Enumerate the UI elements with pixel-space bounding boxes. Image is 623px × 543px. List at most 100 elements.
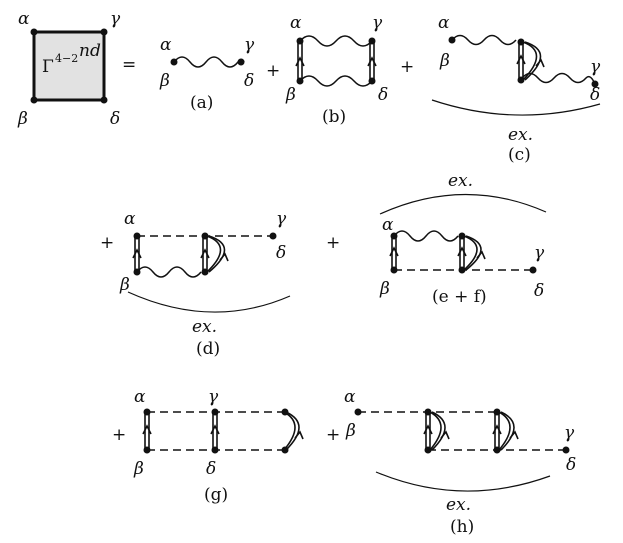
diagram-b-dot-tr (368, 37, 376, 45)
vertex-box-label-sup: 4−2 (55, 52, 78, 65)
plus-sign-1: + (266, 61, 280, 81)
box-label-gamma: γ (110, 9, 121, 29)
diagram-g-loop-1 (283, 411, 296, 451)
diagram-c-exchange-arc (431, 99, 601, 116)
diagram-h-dot-1b (424, 446, 432, 454)
diagram-ef-beta: β (379, 279, 390, 299)
box-label-alpha: α (18, 9, 30, 29)
diagram-h-second-loop-arrow (509, 430, 519, 440)
diagram-d-loop-arrow (219, 252, 229, 262)
diagram-d: + α β γ δ ex. (d) (100, 209, 291, 359)
diagram-d-gamma: γ (276, 209, 287, 229)
diagram-c-alpha: α (438, 13, 450, 33)
diagram-ef-dot-tr (458, 232, 466, 240)
diagram-h-first-loop-arrow (440, 430, 450, 440)
diagram-d-left-arrow (132, 248, 142, 259)
diagram-ef-dot-bl (390, 266, 398, 274)
vertex-box-rect (32, 30, 106, 102)
diagram-ef-exchange-arc (379, 193, 547, 215)
diagram-d-dot-tr (201, 232, 209, 240)
diagram-d-alpha: α (124, 209, 136, 229)
diagram-d-exchange-label: ex. (192, 317, 217, 337)
diagram-g-gamma: γ (208, 387, 219, 407)
diagram-d-exchange-arc (127, 291, 291, 313)
diagram-d-right-arrow (200, 248, 210, 259)
diagram-ef-dot-br (458, 266, 466, 274)
diagram-b: α β γ δ (b) (285, 13, 388, 127)
diagram-b-beta: β (285, 85, 296, 105)
diagram-c-dot-left (448, 36, 456, 44)
diagram-a-right-dot (237, 58, 245, 66)
diagram-h-delta: δ (566, 455, 576, 475)
diagram-h-first-loop-1 (429, 411, 442, 451)
diagram-c-dot-right (591, 80, 599, 88)
diagram-g-beta: β (133, 459, 144, 479)
diagram-ef-dot-end (529, 266, 537, 274)
diagram-b-bottom-wavy (299, 75, 373, 87)
diagram-ef-label: (e + f) (432, 287, 487, 307)
diagram-a-beta: β (159, 71, 170, 91)
diagram-ef: + ex. α β γ δ (e + f) (326, 171, 547, 307)
diagram-a-left-dot (170, 58, 178, 66)
diagram-h-gamma: γ (564, 423, 575, 443)
diagram-ef-dot-tl (390, 232, 398, 240)
diagram-a-label: (a) (190, 93, 213, 113)
diagram-g-alpha: α (134, 387, 146, 407)
diagram-g-dot-tm (211, 408, 219, 416)
diagram-h-dot-2t (493, 408, 501, 416)
diagram-d-label: (d) (196, 339, 220, 359)
diagram-g-dot-tr (281, 408, 289, 416)
diagram-b-dot-bl (296, 77, 304, 85)
diagram-h-beta: β (345, 421, 356, 441)
diagram-d-wavy-line (136, 266, 202, 278)
diagram-h-dot-1t (424, 408, 432, 416)
diagram-d-delta: δ (276, 243, 286, 263)
diagram-h-dot-start (354, 408, 362, 416)
diagram-c-dot-bottom (517, 76, 525, 84)
box-label-delta: δ (110, 109, 120, 129)
diagram-g: + α β γ δ (g) (112, 387, 304, 505)
diagram-a-gamma: γ (244, 35, 255, 55)
diagram-d-loop-1 (206, 235, 222, 273)
diagram-ef-left-arrow (389, 246, 399, 257)
diagram-g-mid-arrow (210, 424, 220, 435)
diagram-c-gamma: γ (590, 57, 601, 77)
equals-sign: = (122, 55, 136, 75)
diagram-g-dot-br (281, 446, 289, 454)
diagram-a-wavy-line (173, 56, 245, 68)
diagram-d-loop-2 (208, 235, 226, 273)
gamma-vertex-box: Γ 4−2 nd α γ β δ (17, 9, 121, 129)
diagram-ef-alpha: α (382, 215, 394, 235)
diagram-c: α β γ δ ex. (c) (431, 13, 601, 165)
diagram-c-arrow (516, 54, 526, 65)
vertex-box-label-sup-tail: nd (79, 41, 101, 61)
diagram-h-second-loop-1 (498, 411, 511, 451)
diagram-c-dot-top (517, 38, 525, 46)
diagram-c-delta: δ (590, 85, 600, 105)
box-vertex-alpha-dot (30, 28, 38, 36)
diagram-a-delta: δ (244, 71, 254, 91)
plus-sign-6: + (326, 425, 340, 445)
plus-sign-5: + (112, 425, 126, 445)
diagram-a: α β γ δ (a) (159, 35, 255, 113)
diagram-h-second-loop-2 (500, 411, 515, 451)
diagram-d-beta: β (119, 275, 130, 295)
diagram-b-gamma: γ (372, 13, 383, 33)
box-vertex-delta-dot (100, 96, 108, 104)
box-vertex-beta-dot (30, 96, 38, 104)
diagram-c-loop-1 (522, 41, 538, 81)
diagram-d-dot-end (269, 232, 277, 240)
diagram-h-first-loop-2 (431, 411, 446, 451)
diagram-b-left-arrow (295, 56, 305, 67)
diagram-c-label: (c) (508, 145, 531, 165)
diagram-g-loop-arrow (294, 430, 304, 440)
diagram-h-dot-2b (493, 446, 501, 454)
diagram-ef-loop-1 (463, 235, 478, 271)
diagram-g-dot-bm (211, 446, 219, 454)
diagram-h-exchange-arc (375, 471, 551, 492)
diagram-ef-right-arrow (457, 246, 467, 257)
diagram-c-exchange-label: ex. (508, 125, 533, 145)
diagram-b-delta: δ (378, 85, 388, 105)
plus-sign-4: + (326, 233, 340, 253)
